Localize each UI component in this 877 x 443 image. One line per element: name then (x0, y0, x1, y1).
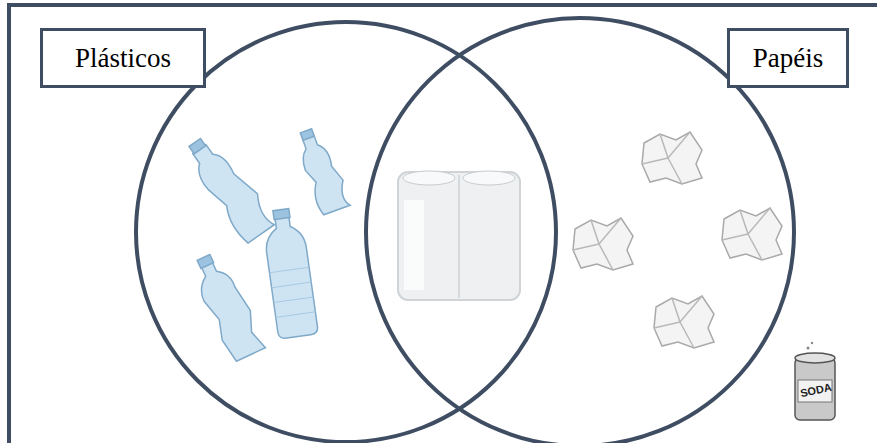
frame-border (9, 5, 877, 443)
crumpled-papers (573, 132, 782, 348)
soda-can (795, 342, 835, 420)
category-label: Papéis (753, 43, 824, 74)
category-label-box: Papéis (727, 28, 849, 88)
plastic-bottles (181, 125, 352, 363)
category-label-box: Plásticos (40, 28, 206, 88)
category-label: Plásticos (75, 43, 171, 74)
toilet-paper-roll (398, 171, 520, 300)
